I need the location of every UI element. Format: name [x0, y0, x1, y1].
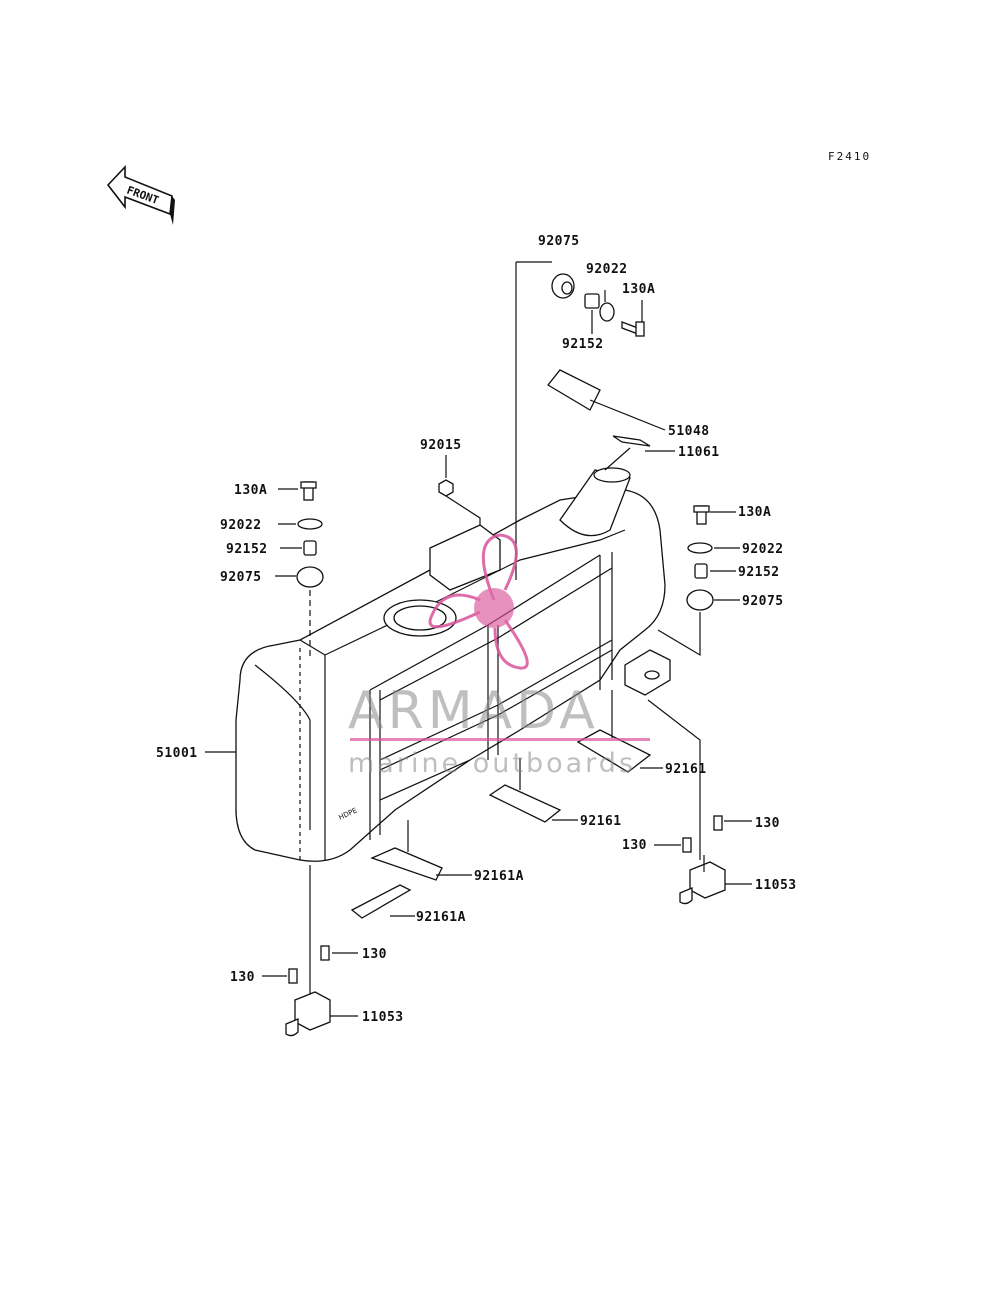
bracket-11053-right: [647, 699, 752, 905]
gasket-11061: [604, 435, 675, 471]
label-92161-right: 92161: [665, 762, 707, 777]
label-51048: 51048: [668, 424, 710, 439]
label-92075-left: 92075: [220, 570, 262, 585]
watermark-brand: ARMADA: [348, 681, 599, 741]
label-130-left-a: 130: [362, 947, 387, 962]
label-51001: 51001: [156, 746, 198, 761]
bolt-icon: [635, 321, 645, 337]
washer-icon: [297, 518, 323, 530]
label-130A-left: 130A: [234, 483, 267, 498]
pad-92161-mid: [488, 758, 578, 823]
cover-51048: [547, 369, 666, 431]
label-92161A-a: 92161A: [474, 869, 524, 884]
label-92152-top: 92152: [562, 337, 604, 352]
label-130-left-b: 130: [230, 970, 255, 985]
bolt-icon: [288, 968, 298, 984]
label-92075-right: 92075: [742, 594, 784, 609]
grommet-icon: [686, 589, 714, 611]
watermark-tagline: marine outboards: [348, 748, 636, 779]
label-92161-mid: 92161: [580, 814, 622, 829]
front-arrow-icon: FRONT: [106, 164, 175, 225]
label-92015: 92015: [420, 438, 462, 453]
label-92152-right: 92152: [738, 565, 780, 580]
washer-icon: [687, 542, 713, 554]
bolt-icon: [320, 945, 330, 961]
washer-icon: [599, 302, 615, 322]
right-mount-group: [657, 505, 740, 657]
label-130A-right: 130A: [738, 505, 771, 520]
collar-icon: [303, 540, 317, 556]
grommet-icon: [296, 566, 324, 588]
label-92022-top: 92022: [586, 262, 628, 277]
figure-code: F2410: [828, 150, 871, 163]
label-92161A-b: 92161A: [416, 910, 466, 925]
pad-92161A-b: [350, 884, 415, 919]
bracket-11053-left: [262, 865, 358, 1037]
nut-92015: [438, 455, 481, 525]
armada-watermark: ARMADA marine outboards: [348, 533, 650, 779]
collar-icon: [694, 563, 708, 579]
label-11053-right: 11053: [755, 878, 797, 893]
top-mount-group: [515, 261, 645, 580]
label-130-right-b: 130: [622, 838, 647, 853]
pad-92161A-a: [370, 820, 472, 881]
label-11053-left: 11053: [362, 1010, 404, 1025]
label-92075-top: 92075: [538, 234, 580, 249]
label-92022-right: 92022: [742, 542, 784, 557]
label-92022-left: 92022: [220, 518, 262, 533]
label-130A-top: 130A: [622, 282, 655, 297]
bolt-icon: [713, 815, 723, 831]
propeller-logo-icon: [428, 533, 529, 670]
label-130-right-a: 130: [755, 816, 780, 831]
label-92152-left: 92152: [226, 542, 268, 557]
label-11061: 11061: [678, 445, 720, 460]
bolt-icon: [682, 837, 692, 853]
left-mount-group: [275, 481, 324, 660]
collar-icon: [584, 293, 600, 309]
